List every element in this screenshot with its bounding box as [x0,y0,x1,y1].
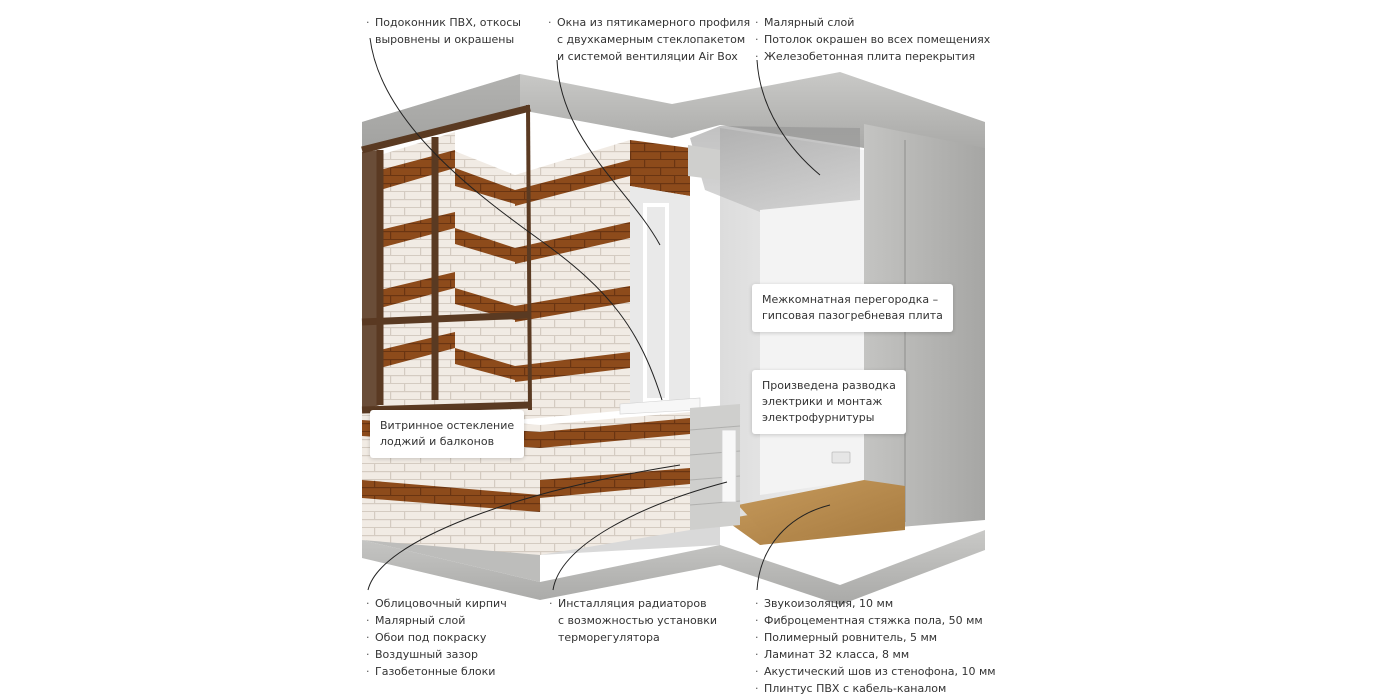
window-opening [630,186,690,410]
callout-radiators-line-1: Инсталляция радиаторов [549,595,717,612]
card-electrics-line-2: электрики и монтаж [762,395,883,408]
callout-ceiling: Малярный слой Потолок окрашен во всех по… [755,14,990,65]
card-electrics-line-1: Произведена разводка [762,379,896,392]
callout-floor-layers-item: Акустический шов из стенофона, 10 мм [755,663,996,680]
leader-lines [367,37,831,591]
floor-slab [362,530,985,605]
card-glazing: Витринное остекление лоджий и балконов [370,410,525,458]
card-partition-line-1: Межкомнатная перегородка – [762,293,939,306]
callout-ceiling-line-1: Малярный слой [755,14,990,31]
callout-radiators: Инсталляция радиаторов с возможностью ус… [549,595,717,646]
callout-sill-line-1: Подоконник ПВХ, откосы [366,14,521,31]
callout-sill-line-2: выровнены и окрашены [375,33,515,46]
callout-wall-layers-item: Газобетонные блоки [366,663,507,680]
card-partition: Межкомнатная перегородка – гипсовая пазо… [752,284,953,332]
ceiling-slab-edge [362,74,520,150]
callout-floor-layers-item: Фиброцементная стяжка пола, 50 мм [755,612,996,629]
callout-ceiling-line-3: Железобетонная плита перекрытия [755,48,990,65]
callout-sill: Подоконник ПВХ, откосы выровнены и окраш… [366,14,521,48]
callout-windows: Окна из пятикамерного профиля с двухкаме… [548,14,750,65]
callout-windows-line-3: и системой вентиляции Air Box [557,50,738,63]
callout-floor-layers-item: Звукоизоляция, 10 мм [755,595,996,612]
callout-radiators-line-2: с возможностью установки [558,614,718,627]
card-glazing-line-1: Витринное остекление [380,419,515,432]
callout-wall-layers-item: Малярный слой [366,612,507,629]
radiator [721,429,737,503]
callout-radiators-line-3: терморегулятора [558,631,660,644]
callout-floor-layers-item: Полимерный ровнитель, 5 мм [755,629,996,646]
callout-floor-layers-item: Ламинат 32 класса, 8 мм [755,646,996,663]
card-partition-line-2: гипсовая пазогребневая плита [762,309,943,322]
callout-floor-layers-item: Плинтус ПВХ с кабель-каналом [755,680,996,697]
room-ceiling [690,126,860,212]
window-frame [643,203,669,402]
card-glazing-line-2: лоджий и балконов [380,435,495,448]
callout-windows-line-2: с двухкамерным стеклопакетом [557,33,746,46]
card-electrics: Произведена разводка электрики и монтаж … [752,370,906,434]
center-brick-wall [515,140,630,420]
outlet [831,451,851,464]
callout-wall-layers-item: Облицовочный кирпич [366,595,507,612]
callout-wall-layers-item: Обои под покраску [366,629,507,646]
room-side-wall [760,200,860,495]
callout-floor-layers: Звукоизоляция, 10 мм Фиброцементная стяж… [755,595,996,697]
callout-wall-layers-item: Воздушный зазор [366,646,507,663]
callout-ceiling-line-2: Потолок окрашен во всех помещениях [755,31,990,48]
card-electrics-line-3: электрофурнитуры [762,411,875,424]
callout-wall-layers: Облицовочный кирпич Малярный слой Обои п… [366,595,507,680]
callout-windows-line-1: Окна из пятикамерного профиля [548,14,750,31]
